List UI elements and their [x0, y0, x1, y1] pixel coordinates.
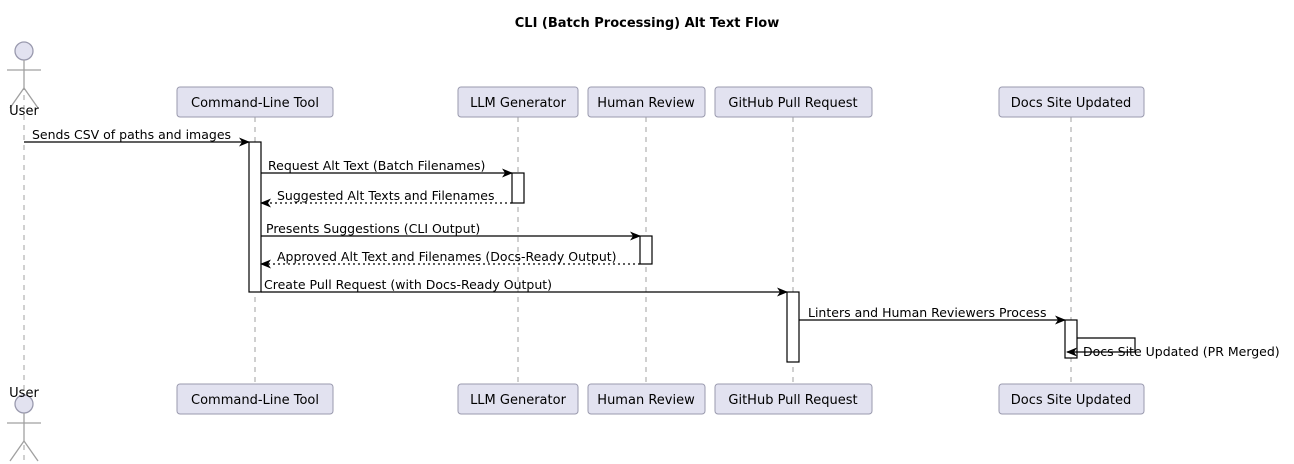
participant-box-github-bottom[interactable]	[714, 383, 873, 415]
message-label-6: Create Pull Request (with Docs-Ready Out…	[264, 277, 552, 292]
message-label-2: Request Alt Text (Batch Filenames)	[268, 158, 485, 173]
activation-bars	[248, 141, 1078, 363]
participant-headers: Command-Line Tool LLM Generator Human Revi…	[176, 86, 1145, 118]
activation-bar-llm	[511, 172, 525, 204]
participant-label-llm-bottom: LLM Generator	[470, 393, 567, 408]
actor-label-user-bottom: User	[9, 386, 39, 401]
message-2: Request Alt Text (Batch Filenames)	[261, 158, 513, 178]
message-1: Sends CSV of paths and images	[24, 127, 250, 147]
participant-box-cli-bottom[interactable]	[176, 383, 334, 415]
participant-footers: Command-Line Tool LLM Generator Human Revi…	[176, 383, 1145, 415]
participant-label-docs-bottom: Docs Site Updated	[1011, 393, 1131, 408]
message-label-7: Linters and Human Reviewers Process	[808, 305, 1046, 320]
participant-label-cli-top: Command-Line Tool	[191, 96, 319, 111]
activation-bar-cli	[248, 141, 262, 293]
message-4: Presents Suggestions (CLI Output)	[261, 221, 641, 241]
participant-box-docs-bottom[interactable]	[998, 383, 1145, 415]
participant-label-github-top: GitHub Pull Request	[728, 96, 857, 111]
participant-box-docs-top[interactable]	[998, 86, 1145, 118]
message-arrow-8	[1066, 337, 1136, 357]
message-label-4: Presents Suggestions (CLI Output)	[266, 221, 480, 236]
actor-user-bottom[interactable]: User	[7, 386, 41, 462]
participant-label-github-bottom: GitHub Pull Request	[728, 393, 857, 408]
participant-label-cli-bottom: Command-Line Tool	[191, 393, 319, 408]
participant-box-human-top[interactable]	[587, 86, 706, 118]
message-label-3: Suggested Alt Texts and Filenames	[277, 188, 494, 203]
message-label-8: Docs Site Updated (PR Merged)	[1083, 344, 1280, 359]
message-label-5: Approved Alt Text and Filenames (Docs-Re…	[277, 249, 617, 264]
participant-label-llm-top: LLM Generator	[470, 96, 567, 111]
message-5: Approved Alt Text and Filenames (Docs-Re…	[260, 249, 640, 269]
activation-bar-github	[786, 291, 800, 363]
participant-label-docs-top: Docs Site Updated	[1011, 96, 1131, 111]
message-label-1: Sends CSV of paths and images	[32, 127, 231, 142]
participant-box-cli-top[interactable]	[176, 86, 334, 118]
actor-label-user-top: User	[9, 104, 39, 119]
actor-user-top[interactable]: User	[7, 41, 41, 119]
participant-box-human-bottom[interactable]	[587, 383, 706, 415]
participant-box-llm-top[interactable]	[457, 86, 579, 118]
page-title: CLI (Batch Processing) Alt Text Flow	[515, 16, 779, 31]
message-3: Suggested Alt Texts and Filenames	[260, 188, 512, 208]
message-6: Create Pull Request (with Docs-Ready Out…	[261, 277, 788, 297]
activation-bar-human	[639, 235, 653, 265]
message-8: Docs Site Updated (PR Merged)	[1066, 337, 1280, 359]
participant-box-llm-bottom[interactable]	[457, 383, 579, 415]
participant-label-human-top: Human Review	[597, 96, 695, 111]
message-7: Linters and Human Reviewers Process	[799, 305, 1066, 325]
participant-box-github-top[interactable]	[714, 86, 873, 118]
participant-label-human-bottom: Human Review	[597, 393, 695, 408]
